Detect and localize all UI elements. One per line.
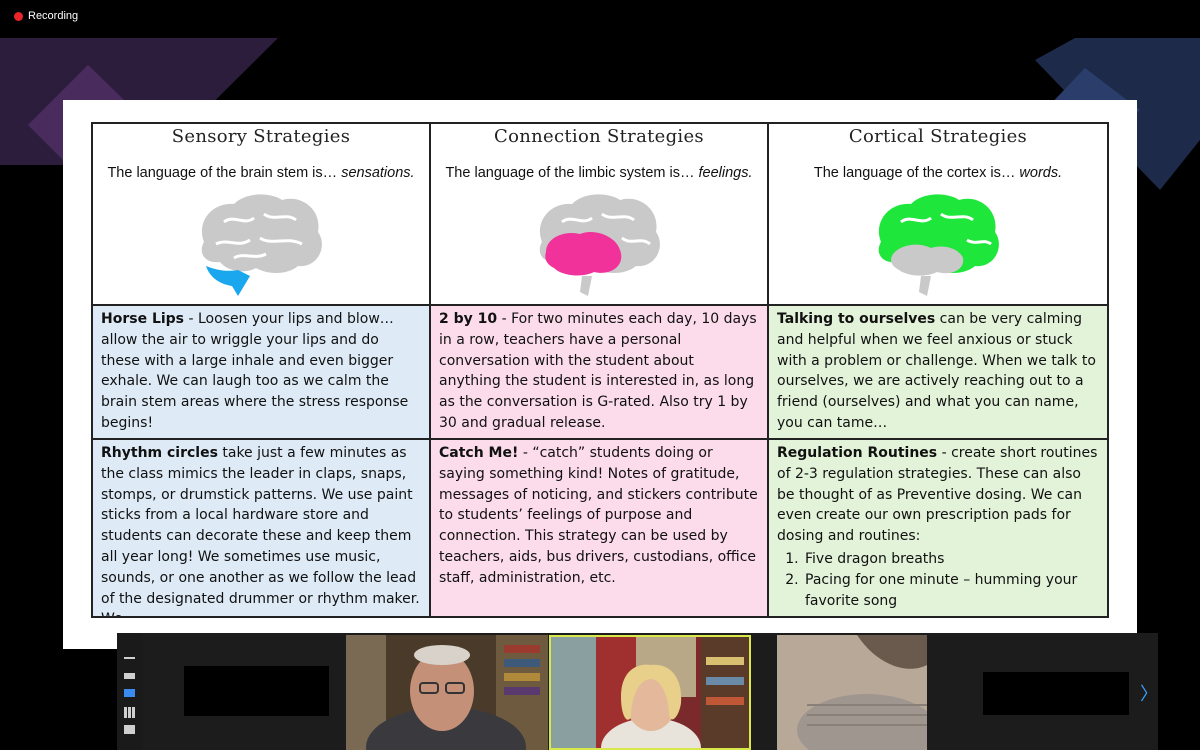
minimize-icon[interactable] — [124, 657, 135, 659]
shared-slide: Sensory Strategies The language of the b… — [63, 100, 1137, 649]
column-title: Cortical Strategies — [848, 126, 1028, 147]
strategies-table: Sensory Strategies The language of the b… — [91, 122, 1109, 618]
list-item: Five dragon breaths — [803, 549, 1099, 570]
header-sensory: Sensory Strategies The language of the b… — [93, 124, 431, 306]
strip-view-icon[interactable] — [124, 689, 135, 697]
participant-video — [777, 635, 927, 750]
limbic-system-highlight-icon — [539, 194, 660, 296]
gallery-view-controls — [117, 633, 143, 750]
hidden-video-block — [983, 672, 1129, 715]
grid-view-icon[interactable] — [124, 707, 135, 718]
strategy-rhythm-circles: Rhythm circles take just a few minutes a… — [93, 440, 431, 616]
hidden-video-block — [184, 666, 329, 716]
strategy-talking-to-ourselves: Talking to ourselves can be very calming… — [769, 306, 1107, 440]
strategy-2-by-10: 2 by 10 - For two minutes each day, 10 d… — [431, 306, 769, 440]
column-subtitle: The language of the cortex is… words. — [813, 165, 1063, 181]
cortex-highlight-icon — [878, 194, 999, 296]
column-subtitle: The language of the limbic system is… fe… — [445, 165, 753, 181]
strategy-regulation-routines: Regulation Routines - create short routi… — [769, 440, 1107, 616]
strategy-horse-lips: Horse Lips - Loosen your lips and blow… … — [93, 306, 431, 440]
single-view-icon[interactable] — [124, 673, 135, 679]
picture-in-picture-icon[interactable] — [124, 725, 135, 734]
recording-indicator[interactable]: Recording — [14, 10, 78, 22]
routine-list: Five dragon breaths Pacing for one minut… — [777, 549, 1099, 611]
participant-tile-active-speaker[interactable] — [549, 635, 751, 750]
participant-video — [551, 637, 749, 748]
list-item: Pacing for one minute – humming your fav… — [803, 570, 1099, 612]
column-title: Connection Strategies — [494, 126, 704, 147]
column-title: Sensory Strategies — [171, 126, 351, 147]
participant-tile-hidden[interactable] — [955, 635, 1140, 750]
participant-tile-man[interactable] — [346, 635, 548, 750]
header-connection: Connection Strategies The language of th… — [431, 124, 769, 306]
recording-label: Recording — [28, 10, 79, 22]
header-cortical: Cortical Strategies The language of the … — [769, 124, 1107, 306]
participant-video — [346, 635, 548, 750]
chevron-right-icon[interactable]: 〉 — [1140, 684, 1158, 705]
recording-dot-icon — [14, 11, 23, 21]
brain-stem-highlight-icon — [201, 194, 322, 296]
participant-tile-closeup[interactable] — [777, 635, 927, 750]
strategy-catch-me: Catch Me! - “catch” students doing or sa… — [431, 440, 769, 616]
participant-tile-hidden[interactable] — [145, 635, 345, 750]
column-subtitle: The language of the brain stem is… sensa… — [107, 165, 415, 181]
